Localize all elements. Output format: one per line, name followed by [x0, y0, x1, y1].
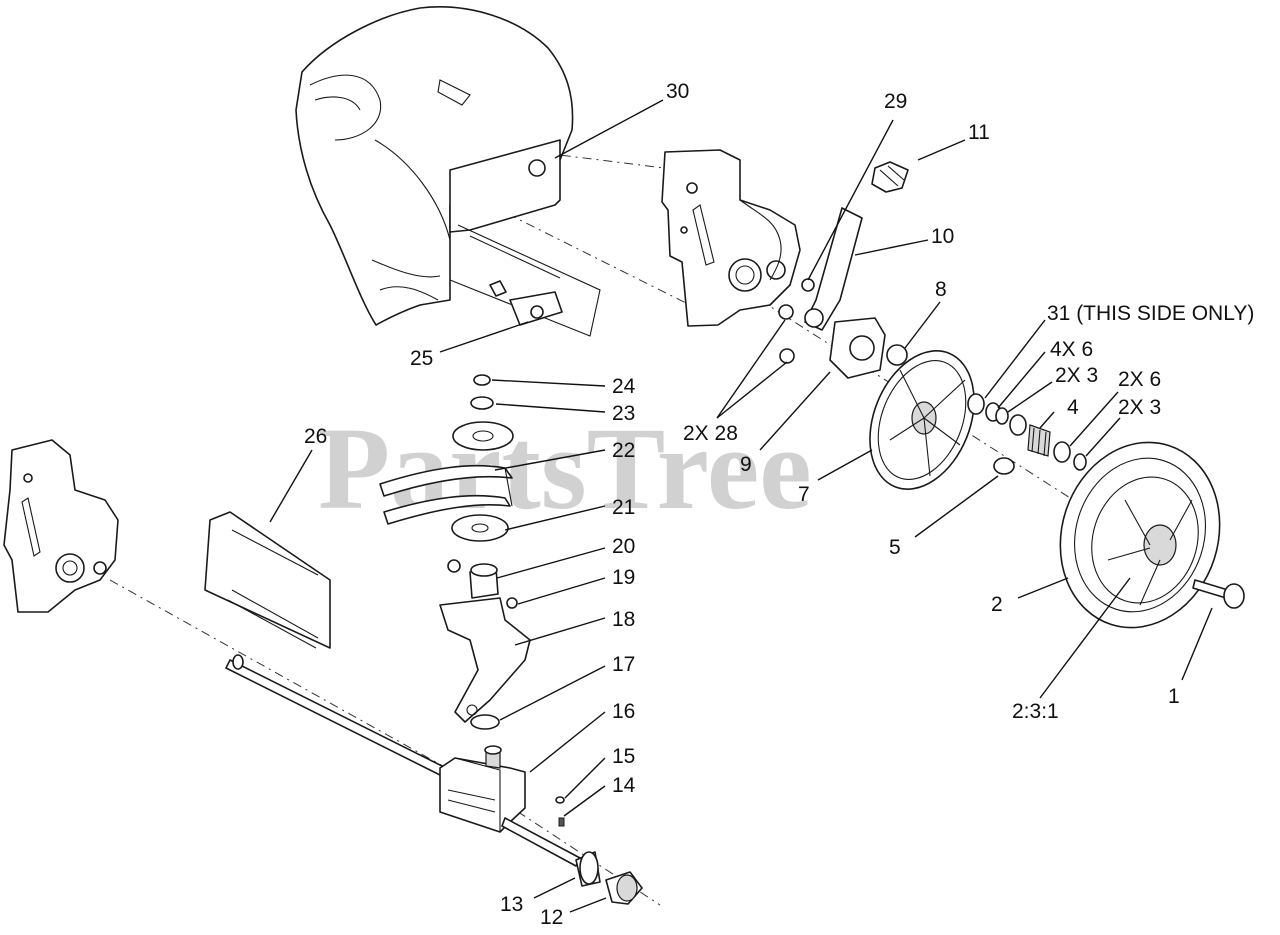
washer-part-17 — [470, 714, 500, 730]
pulley-stack — [379, 374, 514, 542]
callout-1: 1 — [1168, 685, 1180, 708]
washer-part-6-b — [1009, 414, 1027, 436]
axle-bracket-part-25 — [489, 280, 563, 326]
drive-shaft — [225, 654, 451, 779]
callout-2x6: 2X 6 — [1118, 368, 1161, 391]
leader-lines — [269, 99, 1213, 913]
callout-4: 4 — [1067, 396, 1079, 419]
callout-26: 26 — [304, 425, 327, 448]
nut-part-24 — [473, 374, 491, 386]
callout-4x6: 4X 6 — [1050, 338, 1093, 361]
washer-part-5 — [993, 457, 1015, 475]
callout-2x28: 2X 28 — [683, 422, 738, 445]
callout-17: 17 — [612, 653, 635, 676]
callout-2x3-lower: 2X 3 — [1118, 396, 1161, 419]
height-lever-parts-29-10-11 — [801, 161, 909, 331]
retainer-part-3-a — [995, 407, 1009, 425]
key-part-14 — [558, 817, 565, 827]
callout-22: 22 — [612, 439, 635, 462]
pin-part-15 — [555, 796, 565, 804]
callout-29: 29 — [884, 90, 907, 113]
callout-11: 11 — [968, 121, 990, 144]
callout-31: 31 (THIS SIDE ONLY) — [1047, 302, 1254, 325]
idler-arm-assembly — [439, 559, 531, 730]
transmission-part-16 — [439, 745, 526, 833]
callout-14: 14 — [612, 774, 636, 797]
callout-20: 20 — [612, 535, 635, 558]
wheel-bolt-part-1 — [1192, 579, 1245, 609]
callout-13: 13 — [500, 893, 523, 916]
belt-part-22 — [379, 464, 513, 497]
washer-part-6-c — [1053, 441, 1071, 463]
callout-24: 24 — [612, 375, 636, 398]
callout-7: 7 — [798, 483, 810, 506]
wheel-part-2 — [1059, 441, 1221, 629]
callout-25: 25 — [410, 347, 433, 370]
pulley-part-21 — [451, 514, 509, 542]
callout-30: 30 — [666, 80, 689, 103]
callout-15: 15 — [612, 745, 635, 768]
washer-part-23 — [470, 396, 494, 410]
belt-cover-part-26 — [204, 511, 331, 649]
side-plate-right — [661, 149, 801, 364]
idler-bracket-part-18 — [439, 597, 531, 723]
callout-2: 2 — [991, 593, 1003, 616]
callout-2-3-1: 2:3:1 — [1012, 700, 1059, 723]
callout-16: 16 — [612, 700, 635, 723]
pivot-plate-part-9 — [829, 317, 886, 379]
drive-hub-part-7 — [869, 350, 975, 490]
callout-12: 12 — [540, 906, 563, 929]
deck-housing-part-30 — [295, 6, 601, 337]
callout-2x3-upper: 2X 3 — [1055, 364, 1098, 387]
callout-21: 21 — [612, 496, 635, 519]
pulley-part-22-top — [452, 421, 514, 451]
callout-18: 18 — [612, 608, 635, 631]
callout-23: 23 — [612, 402, 635, 425]
snap-ring-part-8 — [886, 344, 908, 366]
retainer-part-3-b — [1073, 453, 1087, 471]
bolt-part-19 — [506, 597, 518, 609]
callout-9: 9 — [740, 453, 752, 476]
axle-hardware — [501, 796, 643, 905]
callout-5: 5 — [889, 536, 901, 559]
washer-part-31 — [967, 393, 985, 415]
hardware-stack — [967, 393, 1087, 475]
callout-10: 10 — [931, 225, 954, 248]
callout-labels: 30 29 11 10 8 31 (THIS SIDE ONLY) 4X 6 2… — [304, 80, 1254, 929]
callout-8: 8 — [935, 278, 947, 301]
callout-19: 19 — [612, 566, 635, 589]
side-plate-left — [3, 439, 119, 613]
